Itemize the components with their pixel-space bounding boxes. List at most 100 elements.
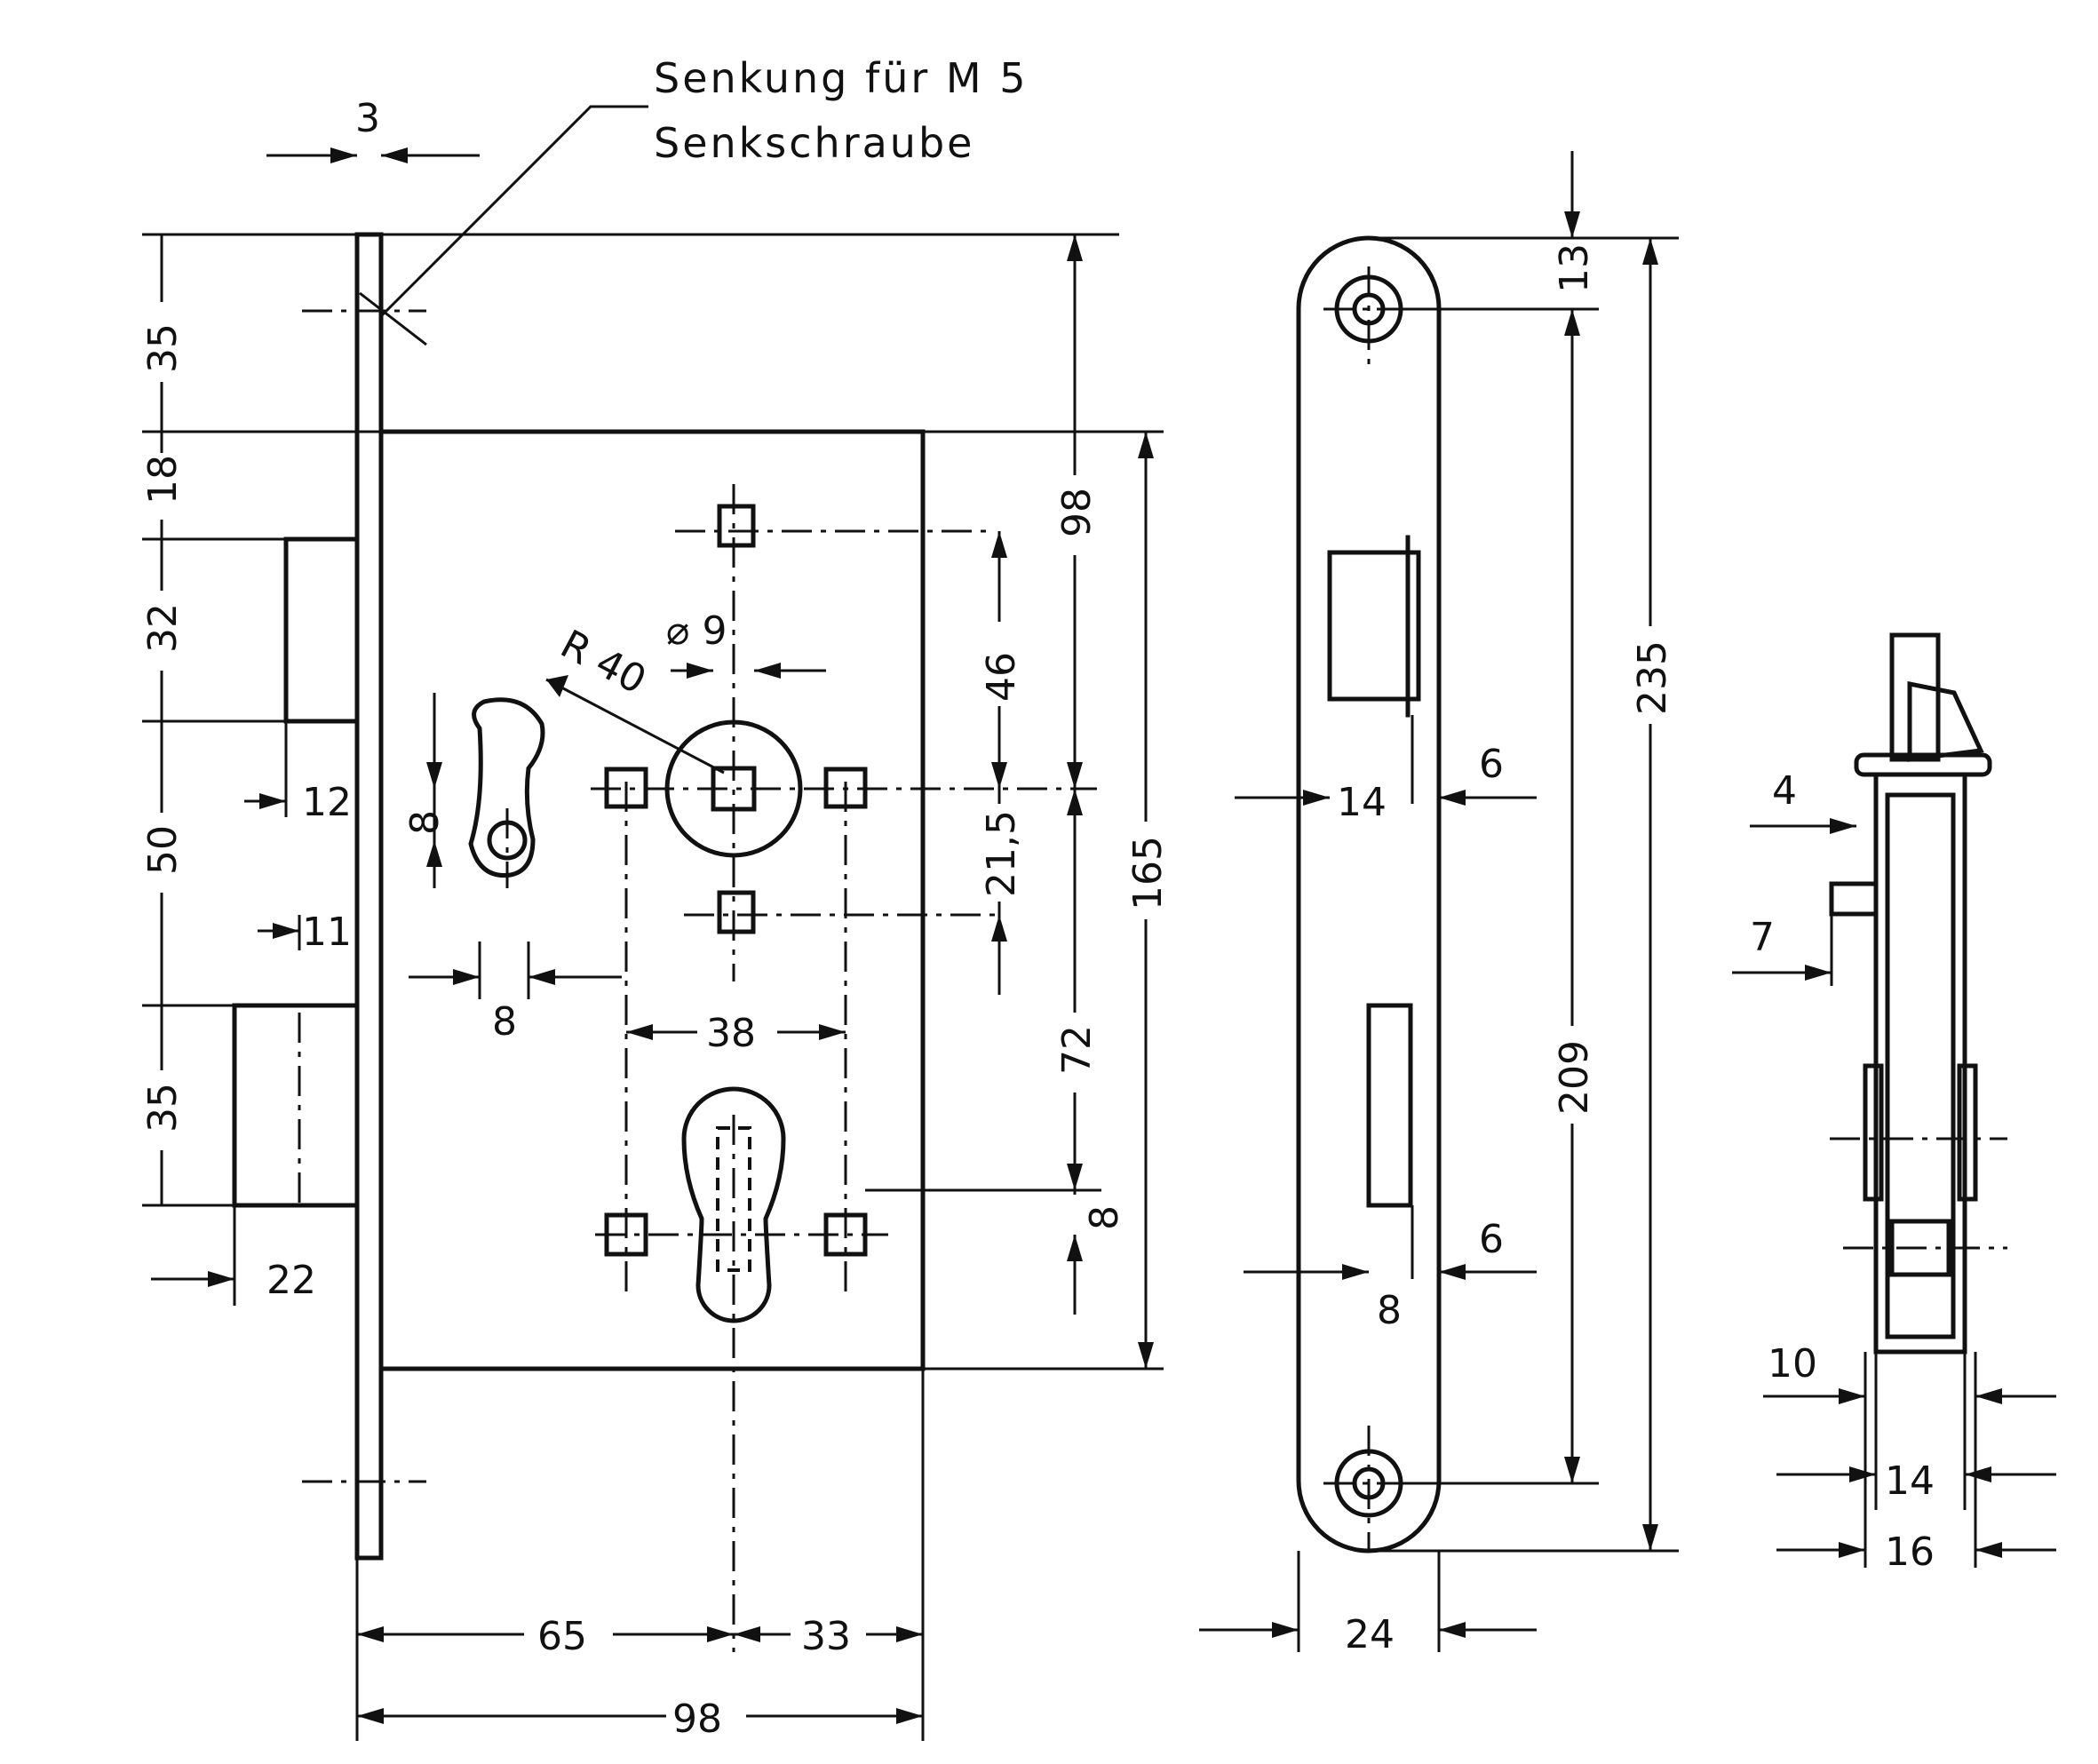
left-dim-mask-5 [147, 1070, 177, 1150]
dim-3-arrow-left [330, 147, 357, 163]
dim-outer-72: 72 [1054, 1025, 1100, 1075]
dim-98v-mask [1060, 475, 1090, 555]
dim-72-arrow-top [1067, 789, 1083, 815]
dim-13-arrow-a [1564, 211, 1580, 238]
dim-215-mask [984, 804, 1014, 902]
dim-side-10-arrow-b [1975, 1388, 2002, 1404]
note-line-1: Senkung für M 5 [654, 54, 1028, 102]
dim-bottom-33: 33 [801, 1614, 851, 1659]
dim-3-arrow-right [381, 147, 408, 163]
dim-72-mask [1060, 1013, 1090, 1093]
dim-bolt-offset-6: 6 [1479, 1217, 1504, 1262]
dim-inner-21-5: 21,5 [979, 810, 1024, 897]
note-leader-line [380, 105, 648, 317]
dim-72-arrow-bot [1067, 1164, 1083, 1190]
dim-6b-arrow [1439, 1264, 1466, 1280]
latch-opening [1327, 550, 1421, 702]
screw-boss-top [717, 504, 756, 548]
radius-leader [545, 678, 725, 775]
dim-side-16-arrow-a [1839, 1542, 1865, 1558]
lever-slot [468, 697, 545, 878]
dim-8v-arrow [1067, 1235, 1083, 1261]
dim-latch-12: 12 [302, 780, 352, 825]
dim-38-arrow-a [626, 1024, 653, 1040]
side-pin [1829, 881, 1879, 917]
dim-38-arrow-b [819, 1024, 846, 1040]
dim-screw-spacing-209: 209 [1552, 1040, 1597, 1115]
left-dim-mask-1 [147, 302, 177, 382]
side-case-body [1873, 772, 1967, 1355]
dim-46-mask [984, 622, 1014, 706]
dim-209-arrow-bot [1564, 1457, 1580, 1483]
faceplate-front-view: 14 6 8 6 24 13 209 [1199, 151, 1679, 1657]
dim-side-7: 7 [1750, 915, 1775, 960]
note-line-2: Senkschraube [654, 119, 974, 167]
side-lever-cam [1907, 680, 1984, 762]
dim-side-4: 4 [1772, 768, 1797, 814]
lock-case [378, 429, 926, 1371]
front-view: 35 18 32 50 35 12 11 22 3 8 R 40 [140, 96, 1171, 1742]
dim-65-arrow-a [357, 1626, 384, 1642]
dim-bottom-65: 65 [537, 1614, 587, 1659]
radius-arrowhead [546, 675, 568, 697]
countersink-cross [359, 291, 427, 346]
dim-left-50: 50 [140, 825, 186, 875]
dim-outer-98: 98 [1054, 488, 1100, 537]
dim-165-mask [1131, 822, 1161, 919]
dim-side-10: 10 [1768, 1341, 1817, 1387]
dead-bolt [232, 1003, 360, 1208]
dim-235-mask [1635, 626, 1665, 724]
dim-hub-horizontal-8: 8 [492, 999, 517, 1045]
left-dim-mask-3 [147, 591, 177, 671]
dim-8b-arrow [1342, 1264, 1369, 1280]
dim-98h-arrow-a [357, 1708, 384, 1724]
side-lever-top [1889, 632, 1941, 762]
side-case-inner [1885, 792, 1956, 1339]
dim-33-arrow-a [734, 1626, 760, 1642]
dim-hub-spacing-38: 38 [706, 1011, 756, 1056]
countersink-note: Senkung für M 5 Senkschraube [380, 54, 1028, 317]
dim-8-small-arrow-a [426, 762, 442, 789]
dim-46-arrow-bot [991, 762, 1007, 789]
dim-6a-arrow [1439, 790, 1466, 806]
screw-boss-bottom [717, 890, 756, 934]
dim-deadbolt-11: 11 [302, 910, 352, 955]
dim-209-mask [1557, 1026, 1587, 1124]
dim-8-small-arrow-b [426, 840, 442, 867]
dim-98v-arrow-top [1067, 234, 1083, 261]
dim-98v-arrow-bot [1067, 762, 1083, 789]
side-view: 4 7 10 14 16 [1732, 632, 2056, 1575]
dim-hub-diameter: ⌀ 9 [666, 608, 727, 654]
dim-hub-small-8: 8 [402, 810, 448, 835]
dim-98h-arrow-b [896, 1708, 923, 1724]
dim-235-arrow-top [1642, 238, 1658, 265]
dim-8-h-arrow-a [453, 969, 480, 985]
dim-top-offset-13: 13 [1552, 243, 1597, 293]
dim-24-arrow-a [1272, 1622, 1299, 1638]
dim-side-16-arrow-b [1975, 1542, 2002, 1558]
dim-8v-mask [1060, 1195, 1090, 1235]
dim-46-arrow-top [991, 531, 1007, 558]
faceplate-outline [1296, 235, 1442, 1553]
dim-plate-width-24: 24 [1345, 1612, 1395, 1657]
dim-14-arrow [1303, 790, 1330, 806]
dim-165-arrow-bot [1138, 1342, 1154, 1369]
dim-side-16: 16 [1885, 1530, 1935, 1575]
dim-24-arrow-b [1439, 1622, 1466, 1638]
dim-latch-width-14: 14 [1337, 780, 1387, 825]
dim-side-14: 14 [1885, 1458, 1935, 1504]
dim-outer-8: 8 [1082, 1205, 1127, 1230]
dim-case-height-165: 165 [1125, 836, 1171, 910]
dim-22-arrow [208, 1271, 234, 1287]
dim-235-arrow-bot [1642, 1524, 1658, 1551]
dim-left-35-bottom: 35 [140, 1083, 186, 1132]
dim-side-14-arrow-b [1965, 1466, 1991, 1482]
dim-dia-arrow-right [754, 663, 781, 679]
dim-side-7-arrow [1805, 965, 1832, 981]
dim-case-width-98: 98 [672, 1696, 722, 1742]
dim-dia-arrow-left [687, 663, 713, 679]
dim-side-10-arrow-a [1839, 1388, 1865, 1404]
left-dim-mask-2 [147, 453, 177, 520]
dim-215-arrow-bot [991, 915, 1007, 942]
